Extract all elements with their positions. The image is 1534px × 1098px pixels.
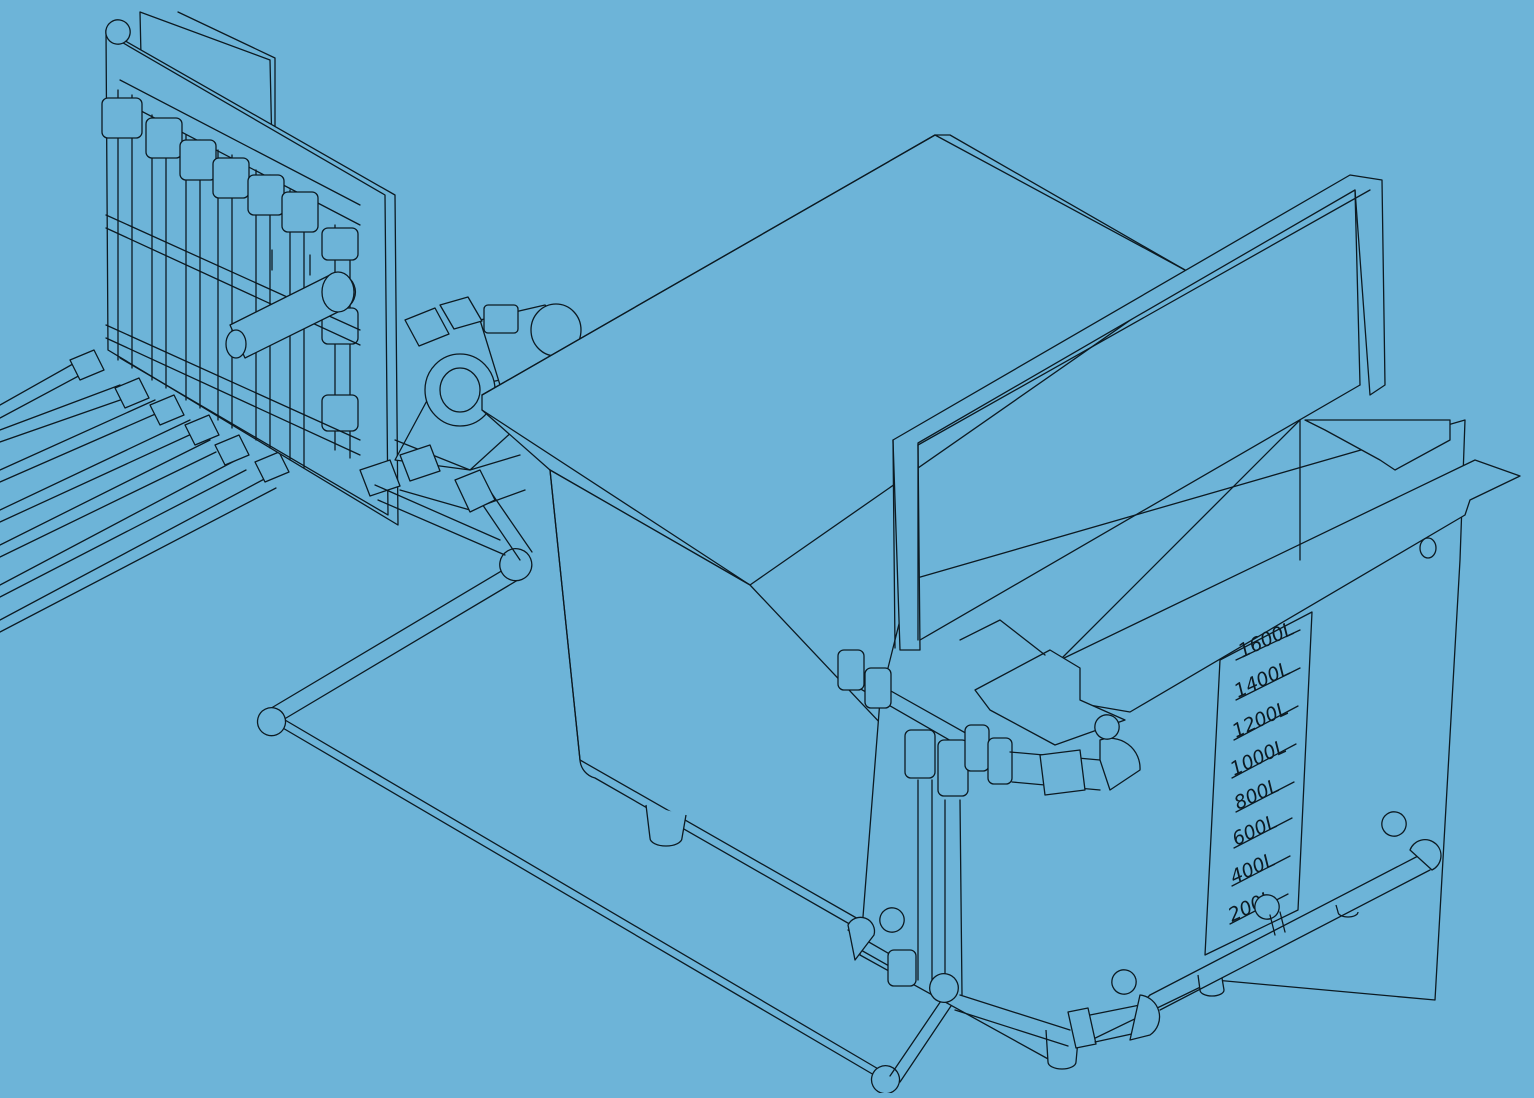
right-calibrated-tank: 1600L 1400L 1200L 1000L 800L 600L 400L 2…: [859, 174, 1521, 1070]
valve-manifold-panel: [101, 11, 399, 526]
tank-outlet-plumbing: [837, 649, 1442, 1049]
left-feed-pipes: [0, 349, 290, 633]
floor-pipe-loop: [256, 487, 956, 1095]
